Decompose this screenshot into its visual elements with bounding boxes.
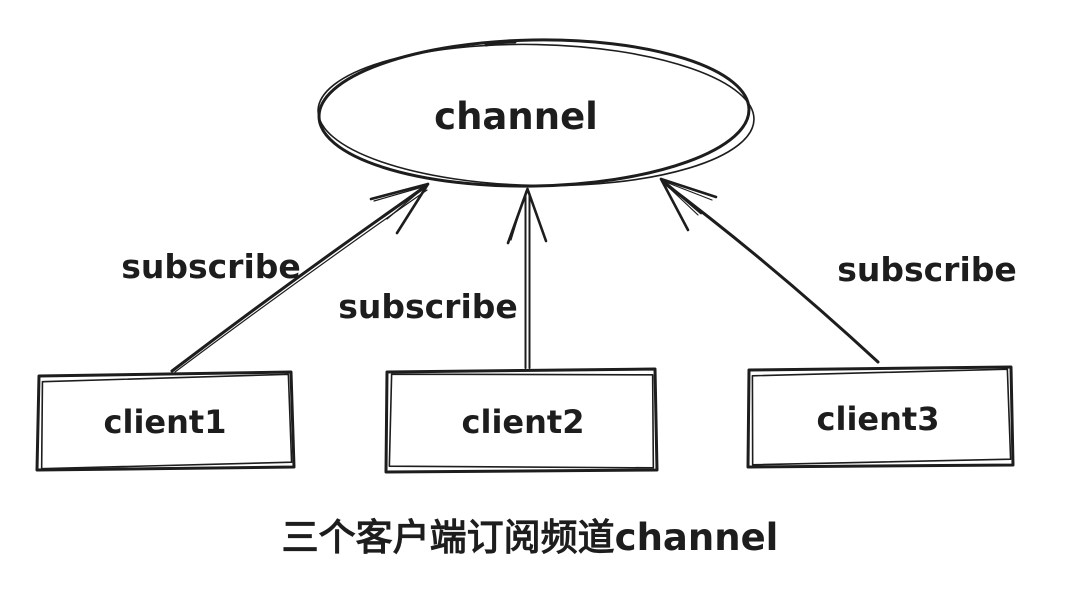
client2-box [384, 367, 659, 474]
client3-box [746, 365, 1015, 469]
subscribe-edge-2: subscribe [338, 187, 548, 369]
subscribe-arrow-2-head-overstroke [510, 190, 527, 241]
subscribe-edge-1: subscribe [121, 182, 430, 373]
subscribe-arrow-3-head-overstroke [661, 180, 713, 216]
subscribe-label-3: subscribe [837, 250, 1017, 289]
subscribe-label-1: subscribe [121, 247, 301, 286]
subscribe-label-2: subscribe [338, 287, 518, 326]
subscribe-arrow-1-head [369, 182, 430, 235]
channel-label: channel [434, 95, 598, 138]
channel-ellipse-closure-dash [484, 40, 517, 47]
client3-box-overstroke [751, 368, 1012, 466]
subscribe-edge-3: subscribe [659, 177, 1017, 364]
client2-label: client2 [462, 403, 585, 441]
subscribe-arrow-2-head [506, 187, 548, 245]
channel-ellipse-overstroke [317, 43, 755, 187]
client3-node: client3 [746, 365, 1015, 469]
client2-node: client2 [384, 367, 659, 474]
client1-label: client1 [104, 403, 227, 441]
subscribe-arrow-1-head-overstroke [373, 184, 428, 220]
diagram-caption: 三个客户端订阅频道channel [282, 516, 779, 559]
client1-box [35, 370, 296, 472]
subscribe-arrow-3-head [659, 177, 718, 232]
channel-node: channel [317, 38, 755, 188]
subscribe-arrow-2-line [524, 193, 531, 369]
client2-box-overstroke [388, 373, 655, 469]
client1-node: client1 [35, 370, 296, 472]
client1-box-overstroke [40, 373, 293, 470]
client3-label: client3 [817, 400, 940, 438]
